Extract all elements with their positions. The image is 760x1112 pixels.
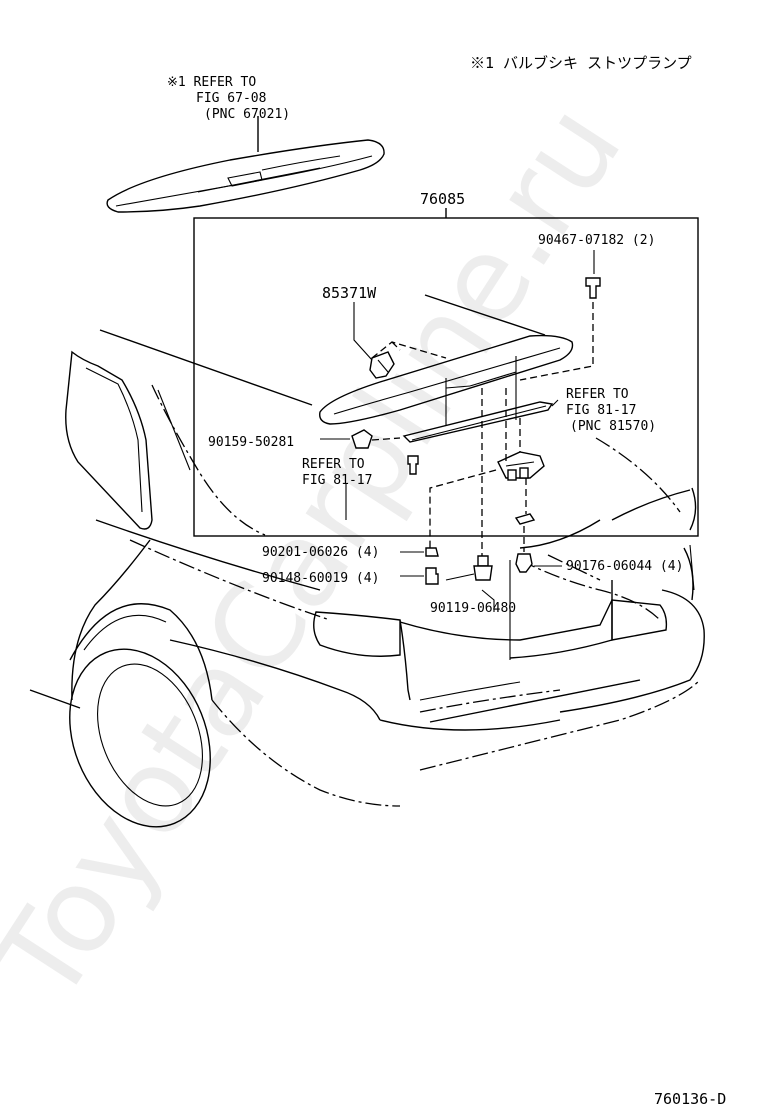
assembly-number: 76085 <box>420 190 465 208</box>
refer-left-line-1: REFER TO <box>302 457 365 472</box>
clip-90159-icon <box>351 341 447 449</box>
spoiler-lamp-strip <box>402 401 554 443</box>
part-spoiler: 85371W <box>322 284 377 302</box>
part-nut: 90201-06026 (4) <box>262 545 379 560</box>
high-mount-stop-lamp <box>106 116 385 213</box>
part-clip-left: 90159-50281 <box>208 435 294 450</box>
hinge-bracket <box>497 388 545 525</box>
refer-top-line-1: ※1 REFER TO <box>167 75 256 90</box>
bolt-90467-icon <box>519 277 601 381</box>
refer-left-line-2: FIG 81-17 <box>302 473 372 488</box>
rear-spoiler <box>319 334 574 426</box>
bracket-85371w <box>353 302 395 379</box>
grommet-90176-icon <box>515 553 533 573</box>
car-body <box>29 294 705 828</box>
figure-code: 760136-D <box>654 1090 726 1108</box>
refer-right-line-3: (PNC 81570) <box>570 419 656 434</box>
part-screw: 90119-06480 <box>430 601 516 616</box>
refer-top-line-2: FIG 67-08 <box>196 91 266 106</box>
leader-lines <box>257 116 595 612</box>
part-washer-bolt: 90148-60019 (4) <box>262 571 379 586</box>
refer-right-line-1: REFER TO <box>566 387 629 402</box>
header-note: ※1 バルブシキ ストツプランプ <box>470 54 692 72</box>
refer-top-line-3: (PNC 67021) <box>204 107 290 122</box>
part-bolt-top: 90467-07182 (2) <box>538 233 655 248</box>
screw-90119-icon <box>473 555 493 581</box>
bolt-90148-icon <box>425 567 439 585</box>
nut-90201-icon <box>425 547 439 557</box>
refer-right-line-2: FIG 81-17 <box>566 403 636 418</box>
bolt-left-icon <box>407 455 419 475</box>
part-grommet: 90176-06044 (4) <box>566 559 683 574</box>
